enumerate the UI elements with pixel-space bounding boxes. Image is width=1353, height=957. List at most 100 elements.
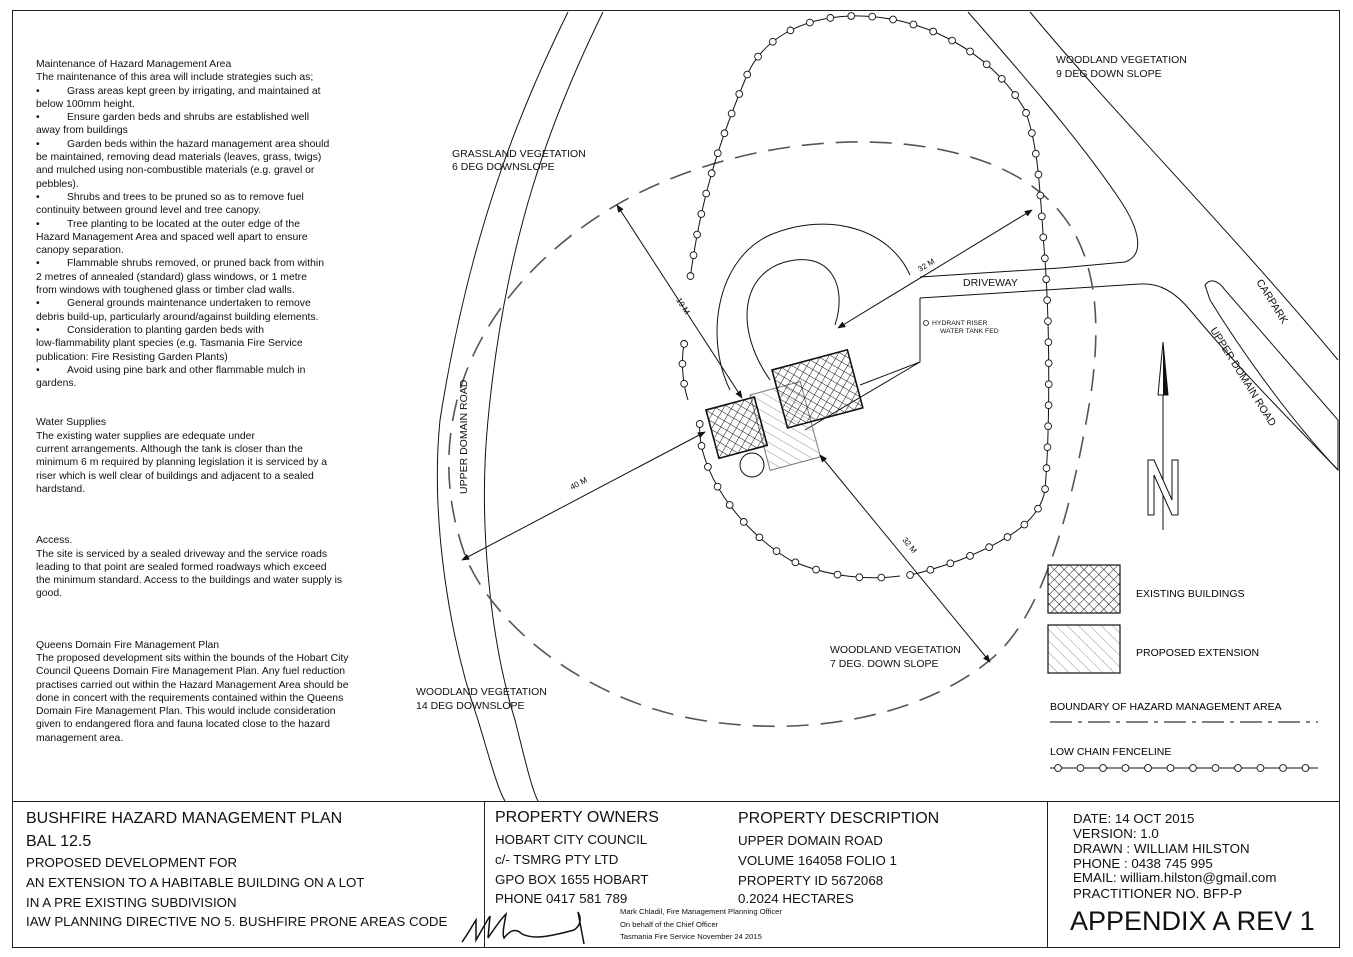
property-line-2: VOLUME 164058 FOLIO 1 [738, 853, 897, 868]
road-ne-edge-2 [1029, 11, 1339, 361]
road-west-edge-2 [483, 11, 604, 802]
driveway-label: DRIVEWAY [963, 277, 1018, 289]
water-section: Water Supplies The existing water suppli… [36, 416, 356, 496]
fence-post [735, 90, 744, 98]
fence-post [1044, 422, 1053, 431]
bal-rating: BAL 12.5 [26, 833, 92, 850]
water-text: The existing water supplies are edequate… [36, 430, 356, 496]
fence-post [754, 52, 762, 61]
fence-post [680, 340, 688, 348]
fence-post [702, 189, 711, 198]
dim-line-32m-se [819, 454, 991, 663]
fence-post [1042, 464, 1051, 472]
veg-woodland-sw-line2: 14 DEG DOWNSLOPE [416, 700, 525, 712]
owner-line-4: PHONE 0417 581 789 [495, 891, 628, 906]
title-divider-1 [484, 802, 486, 948]
fence-post [1003, 533, 1012, 541]
fence-post [1041, 254, 1049, 263]
practitioner-number: PRACTITIONER NO. BFP-P [1073, 886, 1243, 901]
veg-woodland-se-line2: 7 DEG. DOWN SLOPE [830, 658, 939, 670]
note-line: given to endangered flora and fauna loca… [36, 719, 331, 731]
maintenance-bullet-cont: debris build-up, particularly around/aga… [36, 311, 319, 323]
property-line-3: PROPERTY ID 5672068 [738, 873, 884, 888]
veg-woodland-se-line1: WOODLAND VEGETATION [830, 644, 961, 656]
maintenance-bullet-cont: continuity between ground level and tree… [36, 205, 262, 217]
owner-line-2: c/- TSMRG PTY LTD [495, 852, 619, 867]
note-line: leading to that point are sealed formed … [36, 561, 327, 573]
fence-post [697, 442, 706, 450]
maintenance-bullet-cont: away from buildings [36, 125, 128, 137]
plan-title: BUSHFIRE HAZARD MANAGEMENT PLAN [26, 810, 343, 827]
fence-post [1044, 380, 1053, 389]
maintenance-bullet-cont: canopy separation. [36, 245, 124, 257]
fence-post [909, 20, 918, 29]
legend-proposed-label: PROPOSED EXTENSION [1136, 647, 1259, 659]
fence-post [806, 18, 814, 27]
fence-post [1036, 191, 1045, 200]
note-line: The site is serviced by a sealed drivewa… [36, 548, 328, 560]
carpark-outline [1204, 280, 1339, 472]
signoff-line-1: Mark Chladil, Fire Management Planning O… [620, 907, 782, 916]
desc-line-1: PROPOSED DEVELOPMENT FOR [26, 855, 238, 870]
road-west-label: UPPER DOMAIN ROAD [458, 379, 470, 494]
veg-grassland-line1: GRASSLAND VEGETATION [452, 148, 586, 160]
property-line-1: UPPER DOMAIN ROAD [738, 833, 883, 848]
legend-existing-label: EXISTING BUILDINGS [1136, 588, 1245, 600]
fence-post [791, 558, 800, 567]
legend-existing-swatch [1047, 564, 1121, 614]
fence-post [680, 379, 688, 388]
fence-post [1044, 338, 1053, 347]
note-line: done in concert with the requirements co… [36, 692, 344, 704]
maintenance-bullets: Grass areas kept green by irrigating, an… [36, 85, 356, 391]
maintenance-bullet: Garden beds within the hazard management… [36, 138, 356, 151]
fence-post [697, 210, 706, 218]
drawing-version: VERSION: 1.0 [1073, 826, 1159, 841]
fence-post [868, 12, 877, 21]
veg-woodland-sw-line1: WOODLAND VEGETATION [416, 686, 547, 698]
fence-post [725, 501, 734, 509]
fence-post [678, 359, 687, 368]
maintenance-bullet: General grounds maintenance undertaken t… [36, 297, 356, 310]
fence-post [755, 533, 764, 542]
fence-post [948, 36, 956, 45]
fence-post [1043, 443, 1052, 452]
maintenance-bullet-cont: low-flammability plant species (e.g. Tas… [36, 338, 303, 350]
signoff-line-3: Tasmania Fire Service November 24 2015 [620, 932, 762, 941]
fence-post [786, 26, 795, 35]
water-heading: Water Supplies [36, 417, 107, 429]
note-line: Council Queens Domain Fire Management Pl… [36, 666, 345, 678]
dim-line-32m-ne [837, 209, 1033, 329]
veg-woodland-ne-line2: 9 DEG DOWN SLOPE [1056, 68, 1162, 80]
signature [461, 911, 585, 945]
maintenance-section: Maintenance of Hazard Management Area Th… [36, 58, 356, 390]
chain-fence-west [681, 339, 689, 401]
owner-line-3: GPO BOX 1655 HOBART [495, 872, 649, 887]
maintenance-bullet-cont: 2 metres of annealed (standard) glass wi… [36, 271, 307, 283]
maintenance-bullet-cont: from windows with toughened glass or tim… [36, 285, 295, 297]
note-line: practises carried out within the Hazard … [36, 679, 349, 691]
maintenance-bullet: Grass areas kept green by irrigating, an… [36, 85, 356, 98]
road-ne-edge-1 [967, 11, 1139, 269]
fence-post [926, 565, 935, 574]
fence-post [1044, 401, 1053, 410]
fence-post [1039, 233, 1048, 242]
queens-heading: Queens Domain Fire Management Plan [36, 639, 220, 651]
owner-line-1: HOBART CITY COUNCIL [495, 832, 648, 847]
driveway-lot-edge [859, 298, 921, 386]
legend-fence-post [1054, 764, 1062, 772]
road-east-label: UPPER DOMAIN ROAD [1207, 325, 1278, 429]
dim-label-32m-se: 32 M [900, 536, 918, 556]
fence-post [1034, 504, 1042, 513]
notes-panel: Maintenance of Hazard Management Area Th… [36, 58, 356, 745]
description-heading: PROPERTY DESCRIPTION [738, 810, 940, 827]
fence-post [713, 482, 722, 491]
desc-line-3: IN A PRE EXISTING SUBDIVISION [26, 895, 237, 910]
dim-label-32m-ne: 32 M [916, 257, 936, 274]
fence-post [743, 70, 752, 79]
title-block: BUSHFIRE HAZARD MANAGEMENT PLAN BAL 12.5… [12, 801, 1340, 948]
fence-post [727, 109, 736, 118]
chain-fence-main [689, 15, 1050, 576]
note-line: the minimum standard. Access to the buil… [36, 575, 343, 587]
legend-fence-post [1279, 764, 1287, 772]
